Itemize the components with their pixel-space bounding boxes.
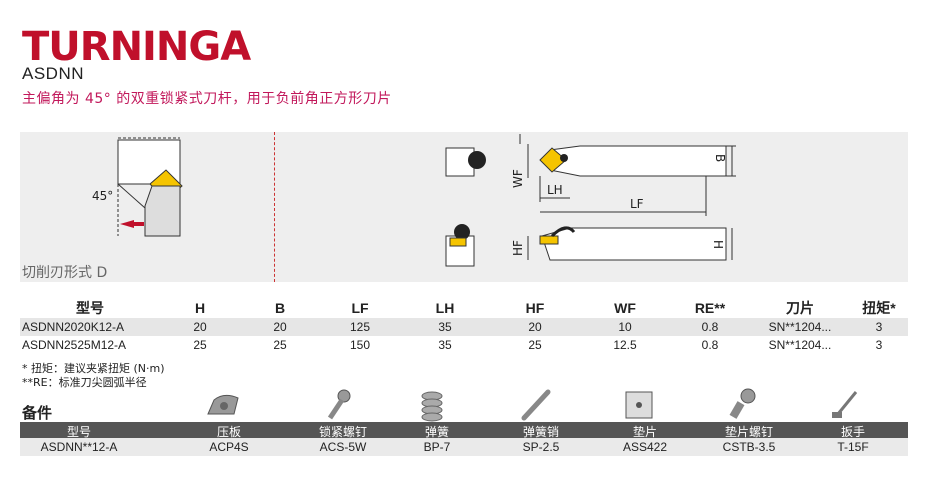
banner-divider	[274, 132, 275, 282]
col-header: H	[194, 300, 206, 316]
col-header: 扭矩*	[862, 300, 896, 316]
parts-cell: T-15F	[837, 440, 869, 454]
end-view-clamp	[468, 151, 486, 169]
brand-text: TURNINGA	[22, 26, 251, 66]
product-code: ASDNN	[22, 64, 85, 83]
table-cell: 25	[273, 338, 287, 352]
parts-cell: ASDNN**12-A	[40, 440, 118, 454]
shim-screw-icon	[729, 388, 756, 419]
parts-cell: ACP4S	[209, 440, 249, 454]
parts-col-header: 锁紧螺钉	[318, 425, 367, 439]
parts-cell: CSTB-3.5	[722, 440, 776, 454]
footnote-re: **RE：标准刀尖圆弧半径	[22, 376, 147, 389]
table-cell: SN**1204...	[768, 338, 832, 352]
parts-col-header: 垫片螺钉	[724, 425, 773, 439]
product-description: 主偏角为 45° 的双重锁紧式刀杆，用于负前角正方形刀片	[22, 91, 392, 107]
dim-wf: WF	[511, 169, 525, 188]
cutting-edge-diagram: 45°	[92, 137, 183, 237]
spec-header-row: 型号 H B LF LH HF WF RE** 刀片 扭矩*	[20, 298, 908, 318]
dim-lf: LF	[630, 197, 644, 211]
parts-col-header: 弹簧销	[522, 425, 559, 439]
table-cell: 0.8	[701, 338, 719, 352]
feed-arrow-icon	[120, 220, 134, 228]
parts-cell: SP-2.5	[522, 440, 560, 454]
table-cell: ASDNN2020K12-A	[20, 318, 160, 336]
col-header: LF	[351, 300, 369, 316]
angle-label: 45°	[92, 189, 113, 203]
parts-cell: ASS422	[622, 440, 668, 454]
spring-pin-icon	[521, 389, 551, 421]
parts-value-row: ASDNN**12-A ACP4S ACS-5W BP-7 SP-2.5 ASS…	[20, 438, 908, 456]
dim-b: B	[713, 154, 727, 162]
shim-icon	[625, 391, 653, 419]
dim-hf: HF	[511, 240, 525, 256]
dim-h: H	[711, 240, 725, 249]
dim-lh: LH	[547, 183, 563, 197]
wrench-icon	[832, 391, 858, 418]
parts-col-header: 压板	[216, 425, 241, 439]
parts-col-header: 垫片	[632, 425, 657, 439]
clamp-icon	[207, 394, 239, 415]
table-cell: 3	[850, 318, 908, 336]
col-header: WF	[614, 300, 636, 316]
spring-icon	[421, 391, 443, 422]
table-cell: 35	[400, 318, 490, 336]
parts-title: 备件	[22, 404, 53, 422]
parts-col-header: 弹簧	[424, 425, 449, 439]
col-header: B	[274, 300, 286, 316]
table-cell: SN**1204...	[750, 318, 850, 336]
parts-header-row: 型号 压板 锁紧螺钉 弹簧 弹簧销 垫片 垫片螺钉 扳手	[20, 422, 908, 439]
table-cell: 125	[320, 318, 400, 336]
table-row: ASDNN2525M12-A 25 25 150 35 25 12.5 0.8 …	[20, 336, 908, 354]
table-cell: 25	[193, 338, 207, 352]
cutting-form-label: 切削刃形式 D	[22, 265, 108, 281]
table-cell: 3	[875, 338, 883, 352]
table-cell: 35	[438, 338, 452, 352]
parts-cell: BP-7	[423, 440, 451, 454]
table-cell: 10	[580, 318, 670, 336]
table-cell: 20	[160, 318, 240, 336]
table-cell: 20	[490, 318, 580, 336]
table-cell: 25	[528, 338, 542, 352]
col-header: 型号	[76, 300, 104, 316]
spec-table: 型号 H B LF LH HF WF RE** 刀片 扭矩* ASDNN2020…	[20, 298, 908, 354]
holder-drawing: B WF LH LF HF H	[445, 134, 736, 267]
table-cell: 20	[240, 318, 320, 336]
footnotes: * 扭矩：建议夹紧扭矩 (N·m) **RE：标准刀尖圆弧半径	[22, 362, 165, 390]
parts-col-header: 型号	[66, 425, 91, 439]
brand-logo: TURNINGA	[22, 26, 252, 66]
footnote-torque: * 扭矩：建议夹紧扭矩 (N·m)	[22, 362, 165, 375]
parts-col-header: 扳手	[840, 425, 865, 439]
table-cell: 150	[349, 338, 371, 352]
parts-cell: ACS-5W	[319, 440, 367, 454]
col-header: 刀片	[786, 300, 814, 316]
table-row: ASDNN2020K12-A 20 20 125 35 20 10 0.8 SN…	[20, 318, 908, 336]
table-cell: ASDNN2525M12-A	[22, 338, 127, 352]
col-header: LH	[435, 300, 455, 316]
col-header: RE**	[694, 300, 726, 316]
insert-side	[539, 235, 559, 245]
table-cell: 12.5	[613, 338, 637, 352]
table-cell: 0.8	[670, 318, 750, 336]
col-header: HF	[525, 300, 545, 316]
lock-screw-icon	[327, 389, 351, 420]
